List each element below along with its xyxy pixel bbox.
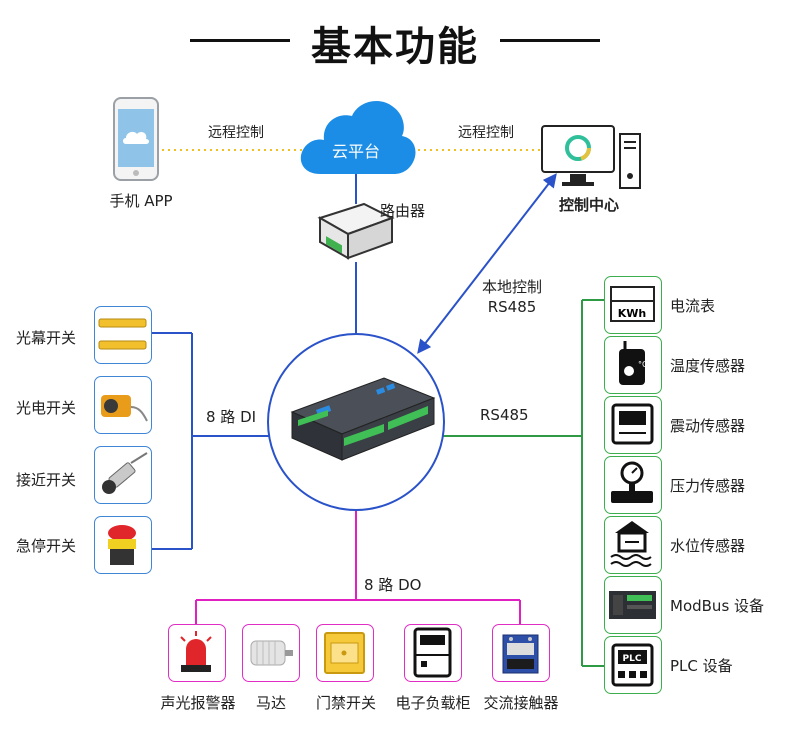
di-item-box: [94, 306, 152, 364]
router-icon: [317, 202, 395, 260]
rs485-item-box: KWh: [604, 276, 662, 334]
motor-icon: [250, 640, 293, 666]
rs485-item-box: [604, 516, 662, 574]
center-remote-label: 远程控制: [458, 125, 514, 141]
rs485-label-water-level: 水位传感器: [670, 537, 746, 555]
rs485-label-temperature: 温度传感器: [670, 357, 746, 375]
water-level-icon: [610, 521, 652, 567]
rs485-item-box: [604, 456, 662, 514]
title-left-rule: [190, 39, 290, 42]
rs485-item-box: PLC: [604, 636, 662, 694]
page-title: 基本功能: [311, 24, 479, 70]
alarm-light-icon: [180, 631, 212, 672]
modbus-device-icon: [609, 591, 656, 619]
di-label-photoelectric: 光电开关: [16, 399, 77, 417]
load-cabinet-icon: [413, 627, 452, 678]
di-label-light-curtain: 光幕开关: [16, 329, 77, 347]
do-label-alarm: 声光报警器: [160, 694, 236, 712]
local-control-arrow: [417, 173, 557, 354]
di-item-box: [94, 376, 152, 434]
do-item-box: [168, 624, 226, 682]
phone-label: 手机 APP: [109, 192, 173, 210]
photoelectric-sensor-icon: [101, 395, 148, 422]
rs485-label-modbus: ModBus 设备: [670, 597, 765, 615]
ammeter-icon: KWh: [610, 286, 655, 322]
di-item-box: [94, 446, 152, 504]
di-label-proximity: 接近开关: [16, 471, 77, 489]
phone-remote-label: 远程控制: [208, 125, 264, 141]
rs485-item-box: °C: [604, 336, 662, 394]
ac-contactor-icon: [502, 634, 539, 674]
do-label-load-cabinet: 电子负载柜: [395, 694, 471, 712]
do-label-motor: 马达: [255, 694, 287, 712]
router-label: 路由器: [380, 202, 426, 220]
rs485-label-pressure: 压力传感器: [670, 477, 746, 495]
do-tree: [195, 510, 521, 624]
thermometer-sensor-icon: °C: [619, 341, 648, 385]
control-center-label: 控制中心: [558, 196, 620, 214]
emergency-stop-icon: [108, 525, 136, 565]
do-item-box: [316, 624, 374, 682]
pressure-gauge-icon: [611, 461, 653, 503]
do-item-box: [404, 624, 462, 682]
title-block: 基本功能: [0, 8, 790, 70]
rs485-label-plc: PLC 设备: [670, 657, 733, 675]
proximity-switch-icon: [102, 452, 148, 494]
rs485-item-box: [604, 396, 662, 454]
do-label-contactor: 交流接触器: [483, 694, 559, 712]
desktop-computer-icon: [541, 125, 641, 189]
cloud-label: 云平台: [331, 142, 381, 161]
di-item-box: [94, 516, 152, 574]
access-control-icon: [324, 632, 365, 674]
di-bracket: [152, 332, 276, 550]
title-right-rule: [500, 39, 600, 42]
cloud-icon: [300, 101, 416, 174]
rs485-bracket: [438, 299, 605, 667]
rs485-label-ammeter: 电流表: [670, 297, 716, 315]
do-item-box: [242, 624, 300, 682]
light-curtain-icon: [98, 318, 147, 350]
ammeter-text: KWh: [618, 307, 647, 320]
di-channel-label: 8 路 DI: [206, 408, 257, 426]
plc-device-icon: PLC: [611, 643, 654, 687]
do-channel-label: 8 路 DO: [364, 576, 422, 594]
smartphone-icon: [113, 97, 159, 181]
do-item-box: [492, 624, 550, 682]
io-controller-icon: [290, 377, 436, 461]
rs485-item-box: [604, 576, 662, 634]
rs485-channel-label: RS485: [480, 406, 529, 424]
temperature-text: °C: [638, 360, 648, 369]
plc-text: PLC: [623, 654, 642, 664]
local-control-label: 本地控制: [481, 278, 543, 296]
vibration-sensor-icon: [611, 403, 654, 445]
di-label-emergency-stop: 急停开关: [16, 537, 77, 555]
rs485-label-vibration: 震动传感器: [670, 417, 746, 435]
do-label-access: 门禁开关: [315, 694, 377, 712]
local-rs485-label: RS485: [487, 298, 537, 316]
